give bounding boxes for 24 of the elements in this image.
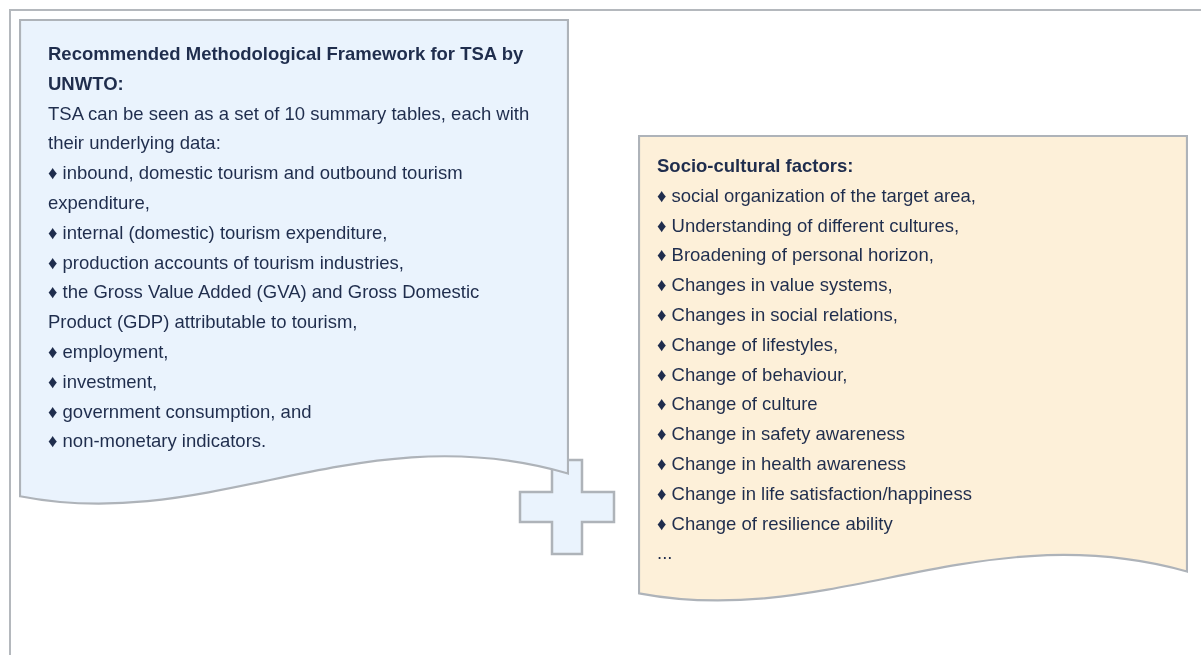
text-line: TSA can be seen as a set of 10 summary tables, each with their underlying data: xyxy=(48,101,531,156)
text-line: ♦ Change of behaviour, xyxy=(657,362,849,387)
text-line: ♦ Changes in value systems, xyxy=(657,273,894,298)
text-line: ♦ internal (domestic) tourism expenditure, xyxy=(48,220,389,245)
text-line: ♦ government consumption, and xyxy=(48,399,313,424)
text-line: ♦ social organization of the target area, xyxy=(657,183,977,208)
text-line: ♦ Change of culture xyxy=(657,392,819,417)
text-line: ♦ Change in safety awareness xyxy=(657,422,907,447)
heading: Socio-cultural factors: xyxy=(657,154,855,178)
text-line: ♦ production accounts of tourism industries, xyxy=(48,250,405,275)
text-line: ♦ Change of lifestyles, xyxy=(657,332,840,357)
text-line: ♦ Change in health awareness xyxy=(657,451,908,476)
text-line: ♦ Changes in social relations, xyxy=(657,303,899,327)
text-line: ♦ Change in life satisfaction/happiness xyxy=(657,481,973,506)
text-line: ♦ the Gross Value Added (GVA) and Gross Domestic Product (GDP) attributable to tourism, xyxy=(48,280,481,335)
text-line: ♦ Broadening of personal horizon, xyxy=(657,243,935,268)
text-line: ♦ Understanding of different cultures, xyxy=(657,213,961,238)
text-line: ... xyxy=(657,541,674,566)
heading: Recommended Methodological Framework for TSA by UNWTO: xyxy=(48,42,525,96)
text-line: ♦ non-monetary indicators. xyxy=(48,429,268,454)
text-line: ♦ Change of resilience ability xyxy=(657,511,894,536)
text-line: ♦ employment, xyxy=(48,339,170,364)
text-line: ♦ inbound, domestic tourism and outbound tourism expenditure, xyxy=(48,161,464,215)
text-line: ♦ investment, xyxy=(48,369,159,394)
